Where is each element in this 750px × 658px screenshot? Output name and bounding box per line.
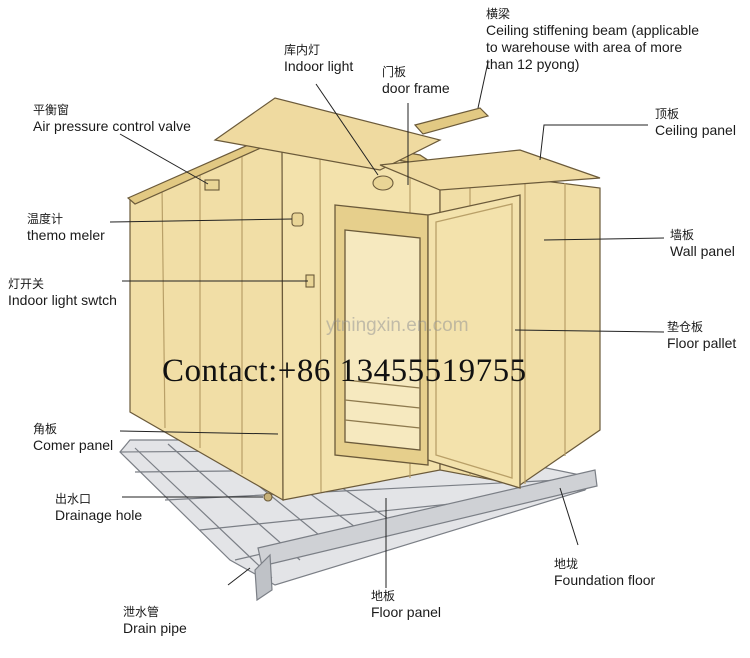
label-drain-pipe-zh: 泄水管 [123, 605, 160, 619]
leader-lines [109, 61, 665, 588]
leader-ceiling-beam [477, 61, 489, 109]
label-floor-pallet-en: Floor pallet [667, 334, 737, 351]
contact-overlay: Contact:+86 13455519755 [162, 353, 527, 389]
door-opening [334, 204, 429, 466]
leader-indoor-light [315, 83, 379, 176]
label-thermometer-zh: 温度计 [27, 212, 64, 226]
label-corner-panel-en: Comer panel [33, 436, 114, 453]
label-ceiling-panel: 顶板 Ceiling panel [655, 107, 736, 139]
label-door-frame-en: door frame [382, 79, 450, 96]
label-door-frame-zh: 门板 [382, 65, 407, 79]
label-ceiling-beam-en-1: Ceiling stiffening beam (applicable [486, 21, 699, 38]
label-thermometer-en: themo meler [27, 226, 105, 243]
leader-drain-pipe [227, 567, 251, 586]
label-drainage-hole-en: Drainage hole [55, 506, 143, 523]
leader-floor-pallet [514, 329, 665, 333]
label-foundation-floor-zh: 地垅 [554, 557, 579, 571]
label-drain-pipe: 泄水管 Drain pipe [123, 605, 187, 637]
label-indoor-light-en: Indoor light [284, 57, 354, 74]
label-floor-panel: 地板 Floor panel [371, 589, 441, 621]
label-ceiling-panel-zh: 顶板 [655, 107, 680, 121]
fixtures [204, 175, 394, 502]
door-leaf [427, 194, 521, 489]
label-light-switch: 灯开关 Indoor light swtch [8, 277, 117, 309]
label-air-valve-zh: 平衡窗 [33, 103, 70, 117]
leader-ceiling-panel [539, 124, 648, 161]
label-wall-panel: 墙板 Wall panel [670, 228, 735, 260]
label-wall-panel-zh: 墙板 [670, 228, 695, 242]
label-floor-pallet-zh: 垫仓板 [667, 320, 704, 334]
label-ceiling-beam-zh: 横梁 [486, 7, 511, 21]
leader-air-valve [119, 133, 209, 185]
leader-thermometer [109, 218, 293, 223]
label-floor-panel-zh: 地板 [371, 589, 396, 603]
label-indoor-light-zh: 库内灯 [284, 43, 321, 57]
label-floor-panel-en: Floor panel [371, 603, 442, 620]
label-light-switch-en: Indoor light swtch [8, 291, 117, 308]
label-indoor-light: 库内灯 Indoor light [284, 43, 353, 75]
label-thermometer: 温度计 themo meler [27, 212, 105, 244]
label-air-valve-en: Air pressure control valve [33, 117, 191, 134]
label-foundation-floor-en: Foundation floor [554, 571, 656, 588]
label-drain-pipe-en: Drain pipe [123, 619, 187, 636]
watermark: ytningxin.en.com [326, 315, 469, 336]
leader-wall-panel [543, 237, 665, 241]
ceiling-panels [213, 97, 601, 191]
label-foundation-floor: 地垅 Foundation floor [554, 557, 655, 589]
label-ceiling-panel-en: Ceiling panel [655, 121, 736, 138]
label-floor-pallet: 垫仓板 Floor pallet [667, 320, 736, 352]
label-door-frame: 门板 door frame [382, 65, 450, 97]
label-ceiling-beam-en-2: to warehouse with area of more [486, 38, 683, 55]
label-drainage-hole: 出水口 Drainage hole [55, 492, 142, 524]
label-drainage-hole-zh: 出水口 [55, 492, 92, 506]
label-corner-panel: 角板 Comer panel [33, 422, 113, 454]
label-ceiling-beam: 横梁 Ceiling stiffening beam (applicable t… [486, 7, 699, 73]
label-light-switch-zh: 灯开关 [8, 277, 45, 291]
label-air-valve: 平衡窗 Air pressure control valve [33, 103, 191, 135]
leader-corner-panel [119, 430, 279, 435]
label-ceiling-beam-en-3: than 12 pyong) [486, 55, 580, 72]
label-corner-panel-zh: 角板 [33, 422, 58, 436]
label-wall-panel-en: Wall panel [670, 242, 735, 259]
leader-foundation-floor [559, 487, 579, 546]
